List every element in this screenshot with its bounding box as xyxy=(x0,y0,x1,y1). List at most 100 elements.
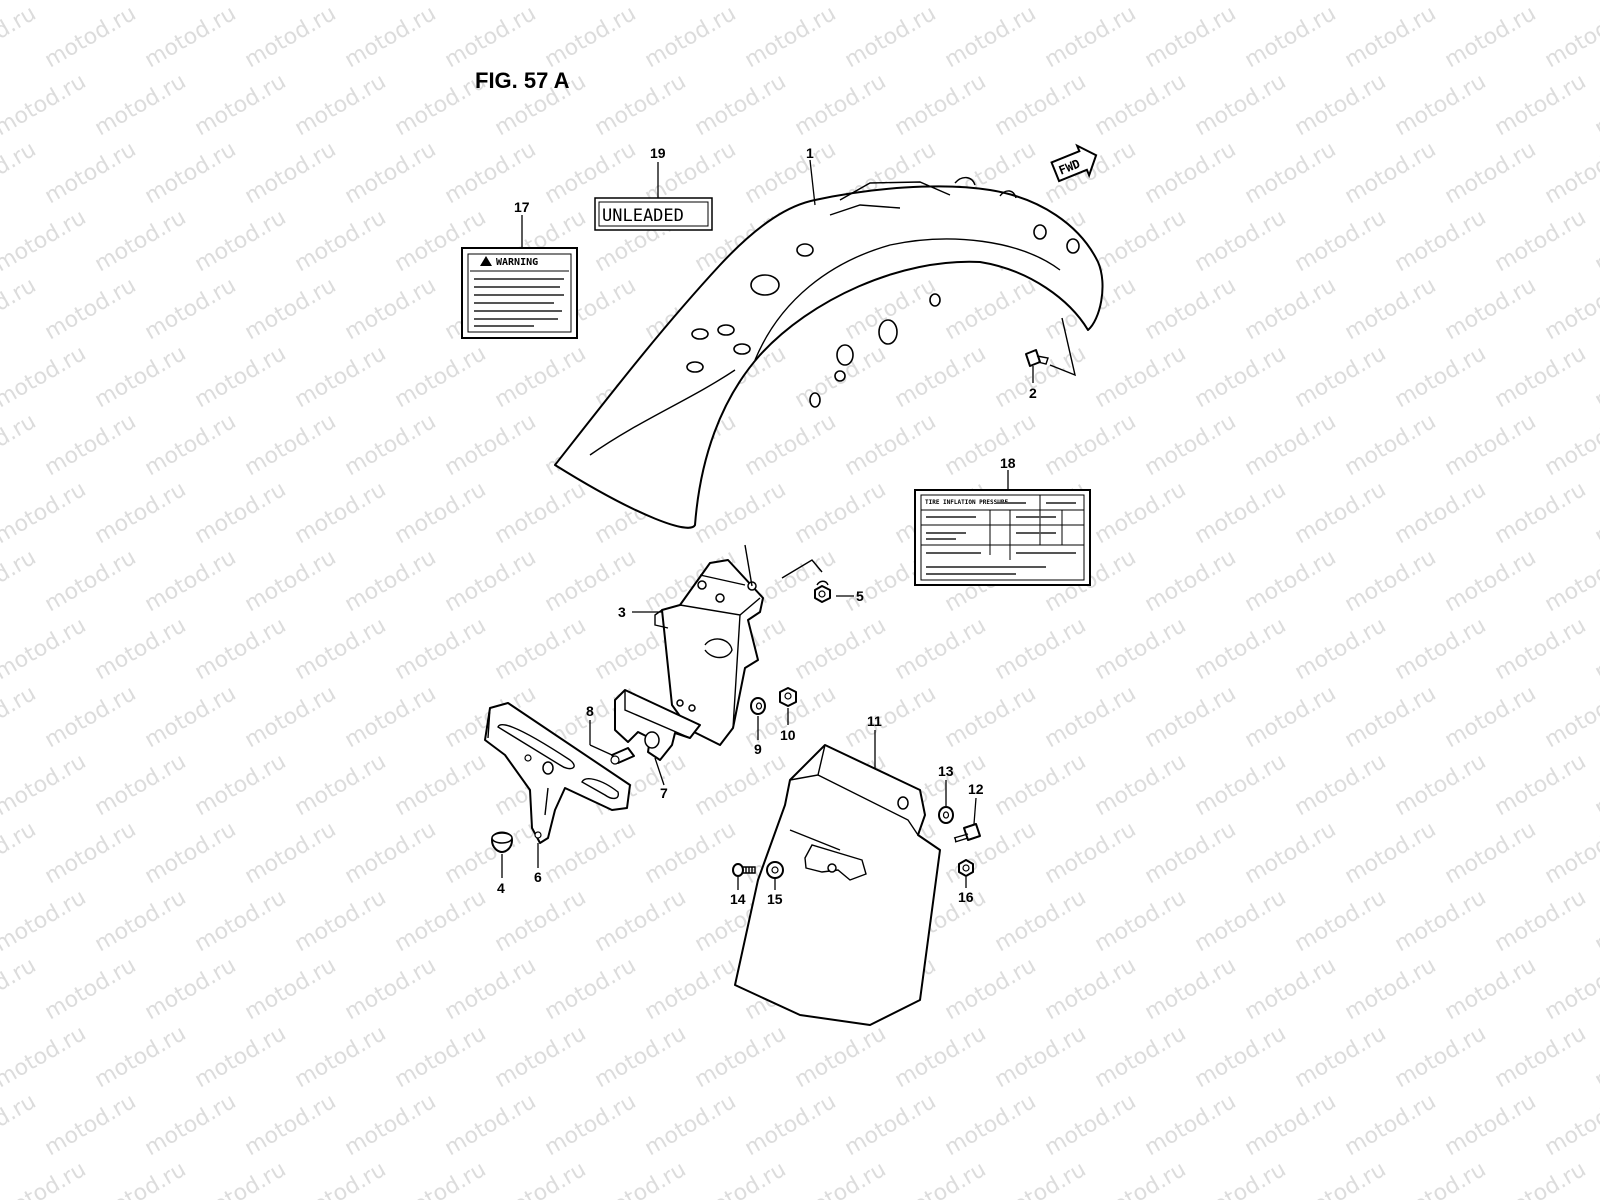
callout-13: 13 xyxy=(938,763,954,779)
watermark-text: motod.ru xyxy=(491,1021,591,1093)
watermark-text: motod.ru xyxy=(0,545,40,617)
watermark-text: motod.ru xyxy=(1241,953,1341,1025)
watermark-text: motod.ru xyxy=(1091,749,1191,821)
callout-16: 16 xyxy=(958,889,974,905)
tire-pressure-label: TIRE INFLATION PRESSURE xyxy=(914,489,1091,586)
watermark-text: motod.ru xyxy=(541,817,641,889)
watermark-text: motod.ru xyxy=(1291,613,1391,685)
watermark-text: motod.ru xyxy=(391,341,491,413)
watermark-text: motod.ru xyxy=(1241,1089,1341,1161)
watermark-text: motod.ru xyxy=(241,681,341,753)
watermark-text: motod.ru xyxy=(1291,1157,1391,1200)
watermark-text: motod.ru xyxy=(1291,0,1391,5)
watermark-text: motod.ru xyxy=(1391,613,1491,685)
watermark-text: motod.ru xyxy=(1391,749,1491,821)
watermark-text: motod.ru xyxy=(1491,205,1591,277)
unleaded-label-text: UNLEADED xyxy=(602,206,684,226)
watermark-text: motod.ru xyxy=(341,953,441,1025)
leader-lines xyxy=(501,159,1034,890)
watermark-text: motod.ru xyxy=(1191,205,1291,277)
watermark-text: motod.ru xyxy=(991,613,1091,685)
watermark-text: motod.ru xyxy=(491,341,591,413)
watermark-text: motod.ru xyxy=(91,1021,191,1093)
watermark-text: motod.ru xyxy=(291,341,391,413)
watermark-text: motod.ru xyxy=(191,205,291,277)
watermark-text: motod.ru xyxy=(841,681,941,753)
watermark-text: motod.ru xyxy=(1091,477,1191,549)
watermark-text: motod.ru xyxy=(1591,0,1600,5)
watermark-text: motod.ru xyxy=(291,205,391,277)
watermark-text: motod.ru xyxy=(1441,953,1541,1025)
collar-8 xyxy=(610,747,635,765)
watermark-text: motod.ru xyxy=(1191,1157,1291,1200)
watermark-text: motod.ru xyxy=(241,1,341,73)
watermark-text: motod.ru xyxy=(1091,205,1191,277)
watermark-text: motod.ru xyxy=(91,885,191,957)
watermark-text: motod.ru xyxy=(1241,545,1341,617)
watermark-text: motod.ru xyxy=(1441,409,1541,481)
watermark-text: motod.ru xyxy=(1041,1,1141,73)
watermark-text: motod.ru xyxy=(1541,137,1600,209)
bolt-12 xyxy=(953,823,981,843)
watermark-text: motod.ru xyxy=(1191,1021,1291,1093)
watermark-text: motod.ru xyxy=(1441,1089,1541,1161)
watermark-text: motod.ru xyxy=(941,273,1041,345)
watermark-text: motod.ru xyxy=(1041,953,1141,1025)
watermark-text: motod.ru xyxy=(1191,69,1291,141)
watermark-text: motod.ru xyxy=(441,1,541,73)
watermark-text: motod.ru xyxy=(91,205,191,277)
watermark-text: motod.ru xyxy=(1491,613,1591,685)
watermark-text: motod.ru xyxy=(391,613,491,685)
watermark-text: motod.ru xyxy=(1241,409,1341,481)
watermark-text: motod.ru xyxy=(841,1089,941,1161)
watermark-text: motod.ru xyxy=(241,953,341,1025)
watermark-text: motod.ru xyxy=(341,137,441,209)
watermark-text: motod.ru xyxy=(1591,69,1600,141)
callout-9: 9 xyxy=(754,741,762,757)
watermark-text: motod.ru xyxy=(1191,0,1291,5)
watermark-text: motod.ru xyxy=(1591,1021,1600,1093)
watermark-text: motod.ru xyxy=(0,205,90,277)
watermark-text: motod.ru xyxy=(341,681,441,753)
watermark-text: motod.ru xyxy=(341,1,441,73)
watermark-text: motod.ru xyxy=(91,477,191,549)
watermark-text: motod.ru xyxy=(791,69,891,141)
watermark-text: motod.ru xyxy=(441,817,541,889)
watermark-text: motod.ru xyxy=(291,613,391,685)
watermark-text: motod.ru xyxy=(341,409,441,481)
watermark-text: motod.ru xyxy=(891,69,991,141)
watermark-text: motod.ru xyxy=(341,817,441,889)
watermark-text: motod.ru xyxy=(1441,273,1541,345)
unleaded-label: UNLEADED xyxy=(594,197,713,231)
watermark-text: motod.ru xyxy=(0,1,40,73)
watermark-text: motod.ru xyxy=(1041,817,1141,889)
watermark-text: motod.ru xyxy=(691,749,791,821)
watermark-text: motod.ru xyxy=(891,1157,991,1200)
watermark-text: motod.ru xyxy=(1491,885,1591,957)
watermark-text: motod.ru xyxy=(91,0,191,5)
watermark-text: motod.ru xyxy=(1291,69,1391,141)
watermark-text: motod.ru xyxy=(491,613,591,685)
watermark-text: motod.ru xyxy=(591,1021,691,1093)
watermark-text: motod.ru xyxy=(1241,273,1341,345)
watermark-text: motod.ru xyxy=(641,1089,741,1161)
license-plate-bracket xyxy=(484,702,631,844)
watermark-text: motod.ru xyxy=(41,953,141,1025)
watermark-text: motod.ru xyxy=(191,69,291,141)
watermark-text: motod.ru xyxy=(91,613,191,685)
callout-numbers: 1 2 3 4 5 6 7 8 9 10 11 12 13 14 15 16 1… xyxy=(497,145,1037,907)
watermark-text: motod.ru xyxy=(1491,0,1591,5)
watermark-text: motod.ru xyxy=(1441,817,1541,889)
watermark-text: motod.ru xyxy=(41,1,141,73)
watermark-text: motod.ru xyxy=(941,953,1041,1025)
watermark-text: motod.ru xyxy=(1141,1,1241,73)
watermark-text: motod.ru xyxy=(991,749,1091,821)
callout-10: 10 xyxy=(780,727,796,743)
watermark-text: motod.ru xyxy=(0,0,90,5)
callout-7: 7 xyxy=(660,785,668,801)
callout-15: 15 xyxy=(767,891,783,907)
watermark-text: motod.ru xyxy=(291,69,391,141)
watermark-text: motod.ru xyxy=(0,1021,90,1093)
watermark-text: motod.ru xyxy=(591,69,691,141)
watermark-text: motod.ru xyxy=(1141,545,1241,617)
